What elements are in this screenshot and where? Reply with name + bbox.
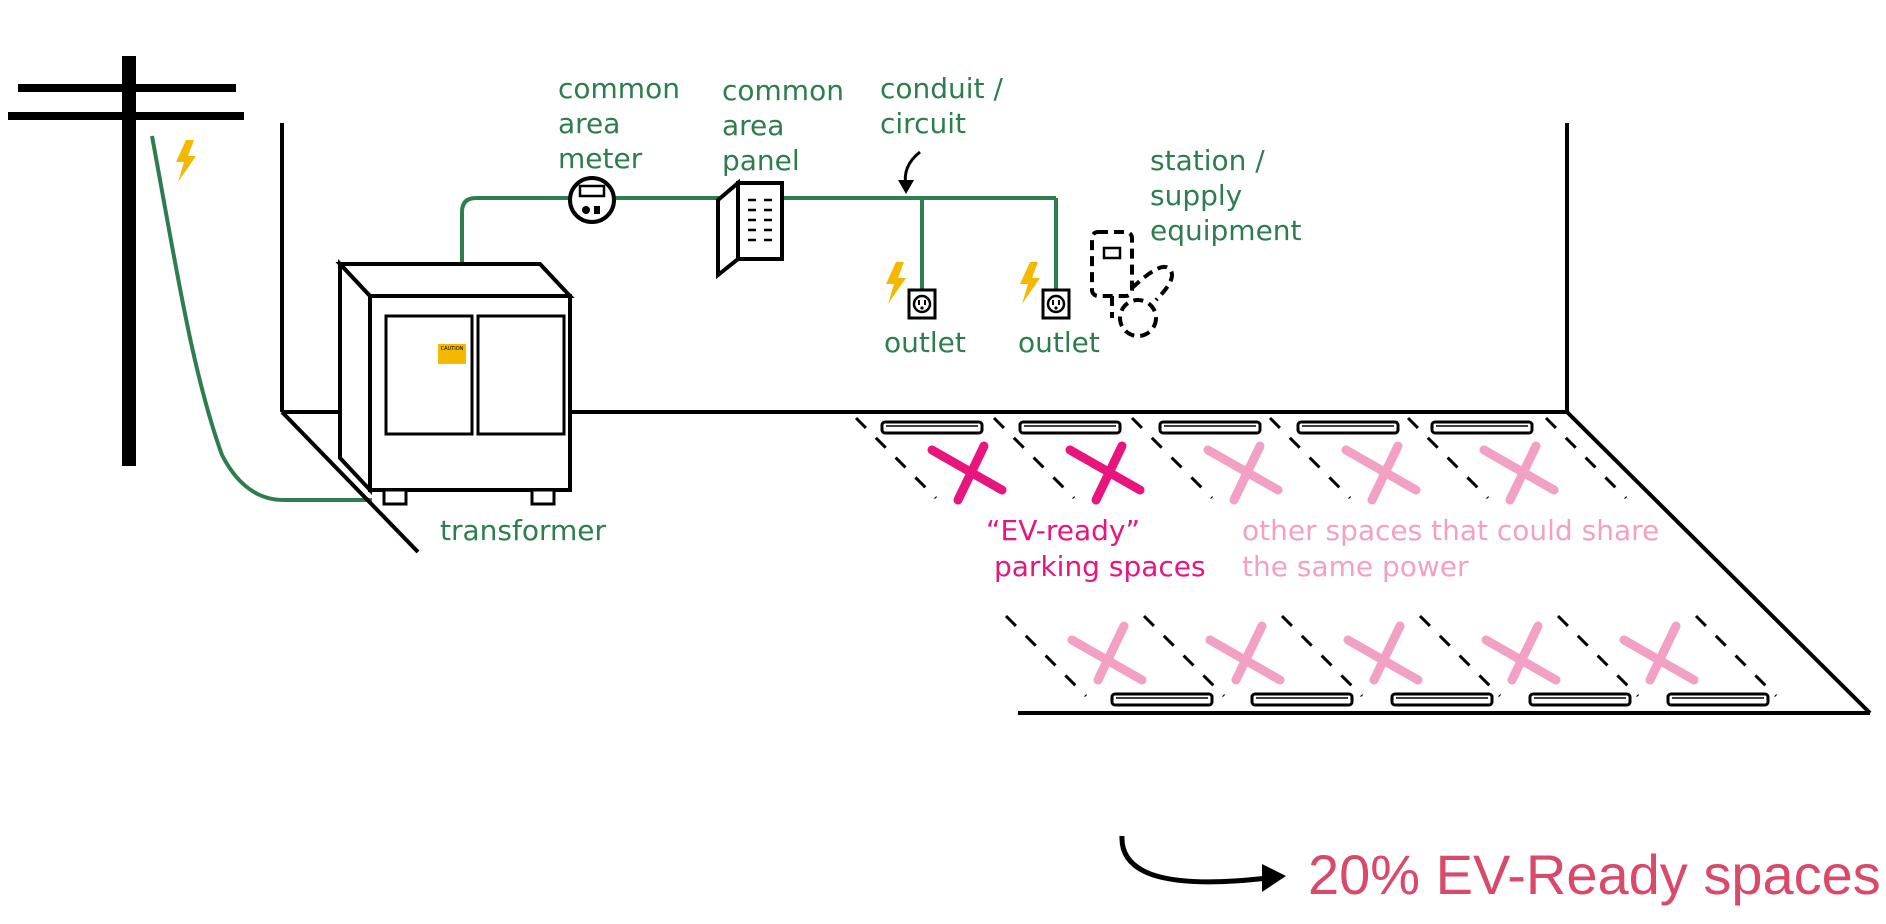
x-mark-icon (1203, 441, 1283, 505)
label-outlet-1: outlet (884, 326, 966, 359)
label-other-spaces-1: other spaces that could share (1242, 514, 1659, 547)
wheel-stop-icon (1018, 420, 1122, 435)
label-ev-ready-1: “EV-ready” (986, 514, 1140, 547)
x-mark-icon (1481, 621, 1561, 685)
label-transformer: transformer (440, 514, 606, 547)
lightning-bolt-icon (886, 262, 906, 304)
caution-sticker (438, 344, 466, 364)
label-common-area-meter-3: meter (558, 142, 643, 175)
x-mark-icon (1479, 441, 1559, 505)
wheel-stop-icon (1528, 692, 1632, 707)
circuit-wiring (460, 196, 1058, 290)
label-other-spaces-2: the same power (1242, 550, 1469, 583)
label-ev-ready-2: parking spaces (994, 550, 1206, 583)
curved-arrow-icon (1119, 835, 1269, 885)
curved-arrow-head (1262, 864, 1286, 892)
label-station-3: equipment (1150, 214, 1302, 247)
wheel-stop-icon (1158, 420, 1262, 435)
outlet-icon (1041, 288, 1071, 320)
lightning-bolt-icon (176, 140, 196, 182)
x-mark-icon (1065, 441, 1145, 505)
label-conduit-2: circuit (880, 107, 966, 140)
utility-pole-icon (8, 56, 244, 466)
service-cable (150, 135, 372, 502)
x-mark-icon (1205, 621, 1285, 685)
wheel-stop-icon (1666, 692, 1770, 707)
label-common-area-panel-3: panel (722, 144, 800, 177)
label-common-area-meter-1: common (558, 72, 680, 105)
charging-station-icon (1090, 230, 1174, 338)
wheel-stop-icon (880, 420, 984, 435)
x-mark-icon (1619, 621, 1699, 685)
result-text: 20% EV-Ready spaces (1308, 843, 1881, 906)
conduit-arrow-head (898, 180, 914, 194)
parking-lines-bottom (1004, 614, 1778, 698)
x-mark-icon (1343, 621, 1423, 685)
label-station-1: station / (1150, 144, 1265, 177)
label-conduit-1: conduit / (880, 72, 1003, 105)
x-mark-icon (1067, 621, 1147, 685)
caution-text: CAUTION (441, 346, 464, 352)
wheel-stop-icon (1110, 692, 1214, 707)
label-common-area-panel-1: common (722, 74, 844, 107)
label-outlet-2: outlet (1018, 326, 1100, 359)
label-station-2: supply (1150, 179, 1242, 212)
meter-icon (568, 176, 616, 224)
x-mark-icon (927, 441, 1007, 505)
outlet-icon (907, 288, 937, 320)
wheel-stop-icon (1430, 420, 1534, 435)
charging-station-screen (1102, 246, 1122, 260)
panel-icon (716, 178, 784, 280)
wheel-stop-icon (1296, 420, 1400, 435)
parking-lines-top (854, 416, 1628, 500)
transformer-icon (335, 258, 575, 506)
x-mark-icon (1341, 441, 1421, 505)
lightning-bolt-icon (1020, 262, 1040, 304)
label-common-area-panel-2: area (722, 109, 784, 142)
label-common-area-meter-2: area (558, 107, 620, 140)
wheel-stop-icon (1250, 692, 1354, 707)
wheel-stop-icon (1390, 692, 1494, 707)
